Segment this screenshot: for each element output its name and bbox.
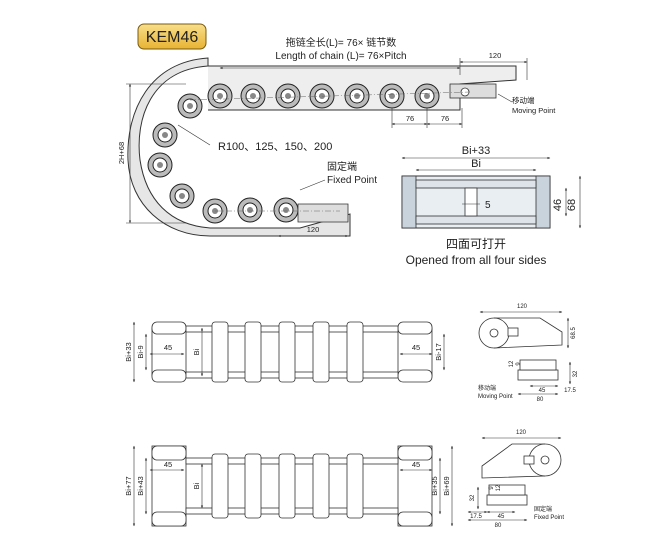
fixed-point-cn: 固定端 [327, 160, 357, 173]
plan1-left-inner: Bi-9 [136, 345, 145, 358]
fd-45: 45 [498, 514, 505, 520]
cross-section [401, 156, 582, 229]
cs-outer-height: 68 [566, 199, 578, 211]
plan2-left-outer: Bi+77 [124, 476, 133, 495]
md-32: 32 [573, 370, 579, 377]
moving-point-en: Moving Point [512, 106, 556, 115]
chain-length-cn: 拖链全长(L)= 76× 链节数 [286, 36, 397, 49]
plan1-center: Bi [192, 348, 201, 355]
model-badge: KEM46 [137, 23, 207, 50]
md-17-5: 17.5 [564, 388, 576, 394]
plan-view-1 [132, 321, 446, 383]
md-9: 9 [516, 362, 522, 366]
fd-12: 12 [496, 484, 502, 491]
end-length-bottom: 120 [307, 225, 320, 234]
fd-9: 9 [489, 486, 495, 490]
md-label-cn: 移动端 [478, 384, 496, 392]
plan2-right-inner-1: Bi+35 [430, 476, 439, 495]
plan2-right-offset: 45 [412, 460, 420, 469]
fd-label-cn: 固定端 [534, 505, 552, 513]
cs-caption-cn: 四面可打开 [446, 237, 506, 251]
pitch-dim-2: 76 [441, 114, 449, 123]
cs-gap: 5 [485, 200, 491, 211]
top-view-dimensions [126, 58, 528, 238]
radius-label: R100、125、150、200 [218, 141, 332, 153]
cs-caption-en: Opened from all four sides [406, 253, 547, 267]
moving-point-cn: 移动端 [512, 95, 535, 105]
plan2-left-offset: 45 [164, 460, 172, 469]
md-45: 45 [539, 388, 546, 394]
cs-inner-height: 46 [552, 199, 564, 211]
plan1-right-inner: Bi-17 [434, 343, 443, 361]
fixed-point-detail [467, 436, 562, 522]
plan1-left-outer: Bi+33 [124, 342, 133, 361]
md-80: 80 [537, 397, 544, 403]
fd-label-en: Fixed Point [534, 515, 564, 521]
fd-32: 32 [470, 494, 476, 501]
chain-side-view [127, 57, 517, 237]
plan2-left-inner: Bi+43 [136, 476, 145, 495]
plan-view-2 [132, 445, 454, 527]
end-length-top: 120 [489, 51, 502, 60]
plan1-right-offset: 45 [412, 343, 420, 352]
cs-inner-width: Bi [471, 158, 481, 170]
fd-80: 80 [495, 523, 502, 529]
height-dim: 2H+68 [117, 142, 126, 164]
md-12: 12 [509, 360, 515, 367]
md-length: 120 [517, 304, 528, 310]
plan1-left-offset: 45 [164, 343, 172, 352]
fixed-point-en: Fixed Point [327, 175, 377, 186]
fd-17-5: 17.5 [470, 514, 482, 520]
plan2-center: Bi [192, 482, 201, 489]
chain-length-en: Length of chain (L)= 76×Pitch [275, 51, 406, 62]
pitch-dim-1: 76 [406, 114, 414, 123]
md-label-en: Moving Point [478, 394, 513, 400]
plan2-right-inner-2: Bi+69 [442, 476, 451, 495]
model-badge-text: KEM46 [146, 29, 199, 46]
cs-outer-width: Bi+33 [462, 145, 490, 157]
moving-point-detail [478, 310, 572, 396]
md-height: 68.5 [571, 327, 577, 339]
fd-length: 120 [516, 430, 527, 436]
